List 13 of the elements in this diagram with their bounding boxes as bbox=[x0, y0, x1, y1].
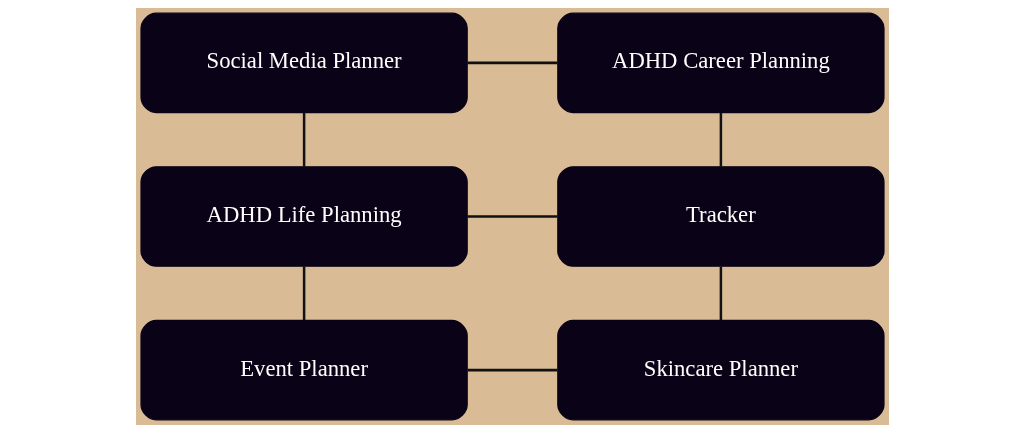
node-box: ADHD Life Planning bbox=[139, 166, 468, 267]
connector bbox=[719, 266, 722, 321]
connector bbox=[466, 215, 557, 218]
node-box: Skincare Planner bbox=[556, 319, 885, 421]
connector bbox=[719, 112, 722, 167]
connector bbox=[302, 112, 305, 167]
connector bbox=[466, 368, 557, 372]
connector bbox=[466, 61, 557, 65]
connector bbox=[302, 266, 305, 321]
node-box: ADHD Career Planning bbox=[556, 12, 885, 114]
node-box: Event Planner bbox=[139, 319, 468, 421]
node-box: Social Media Planner bbox=[139, 12, 468, 114]
node-box: Tracker bbox=[556, 166, 885, 267]
